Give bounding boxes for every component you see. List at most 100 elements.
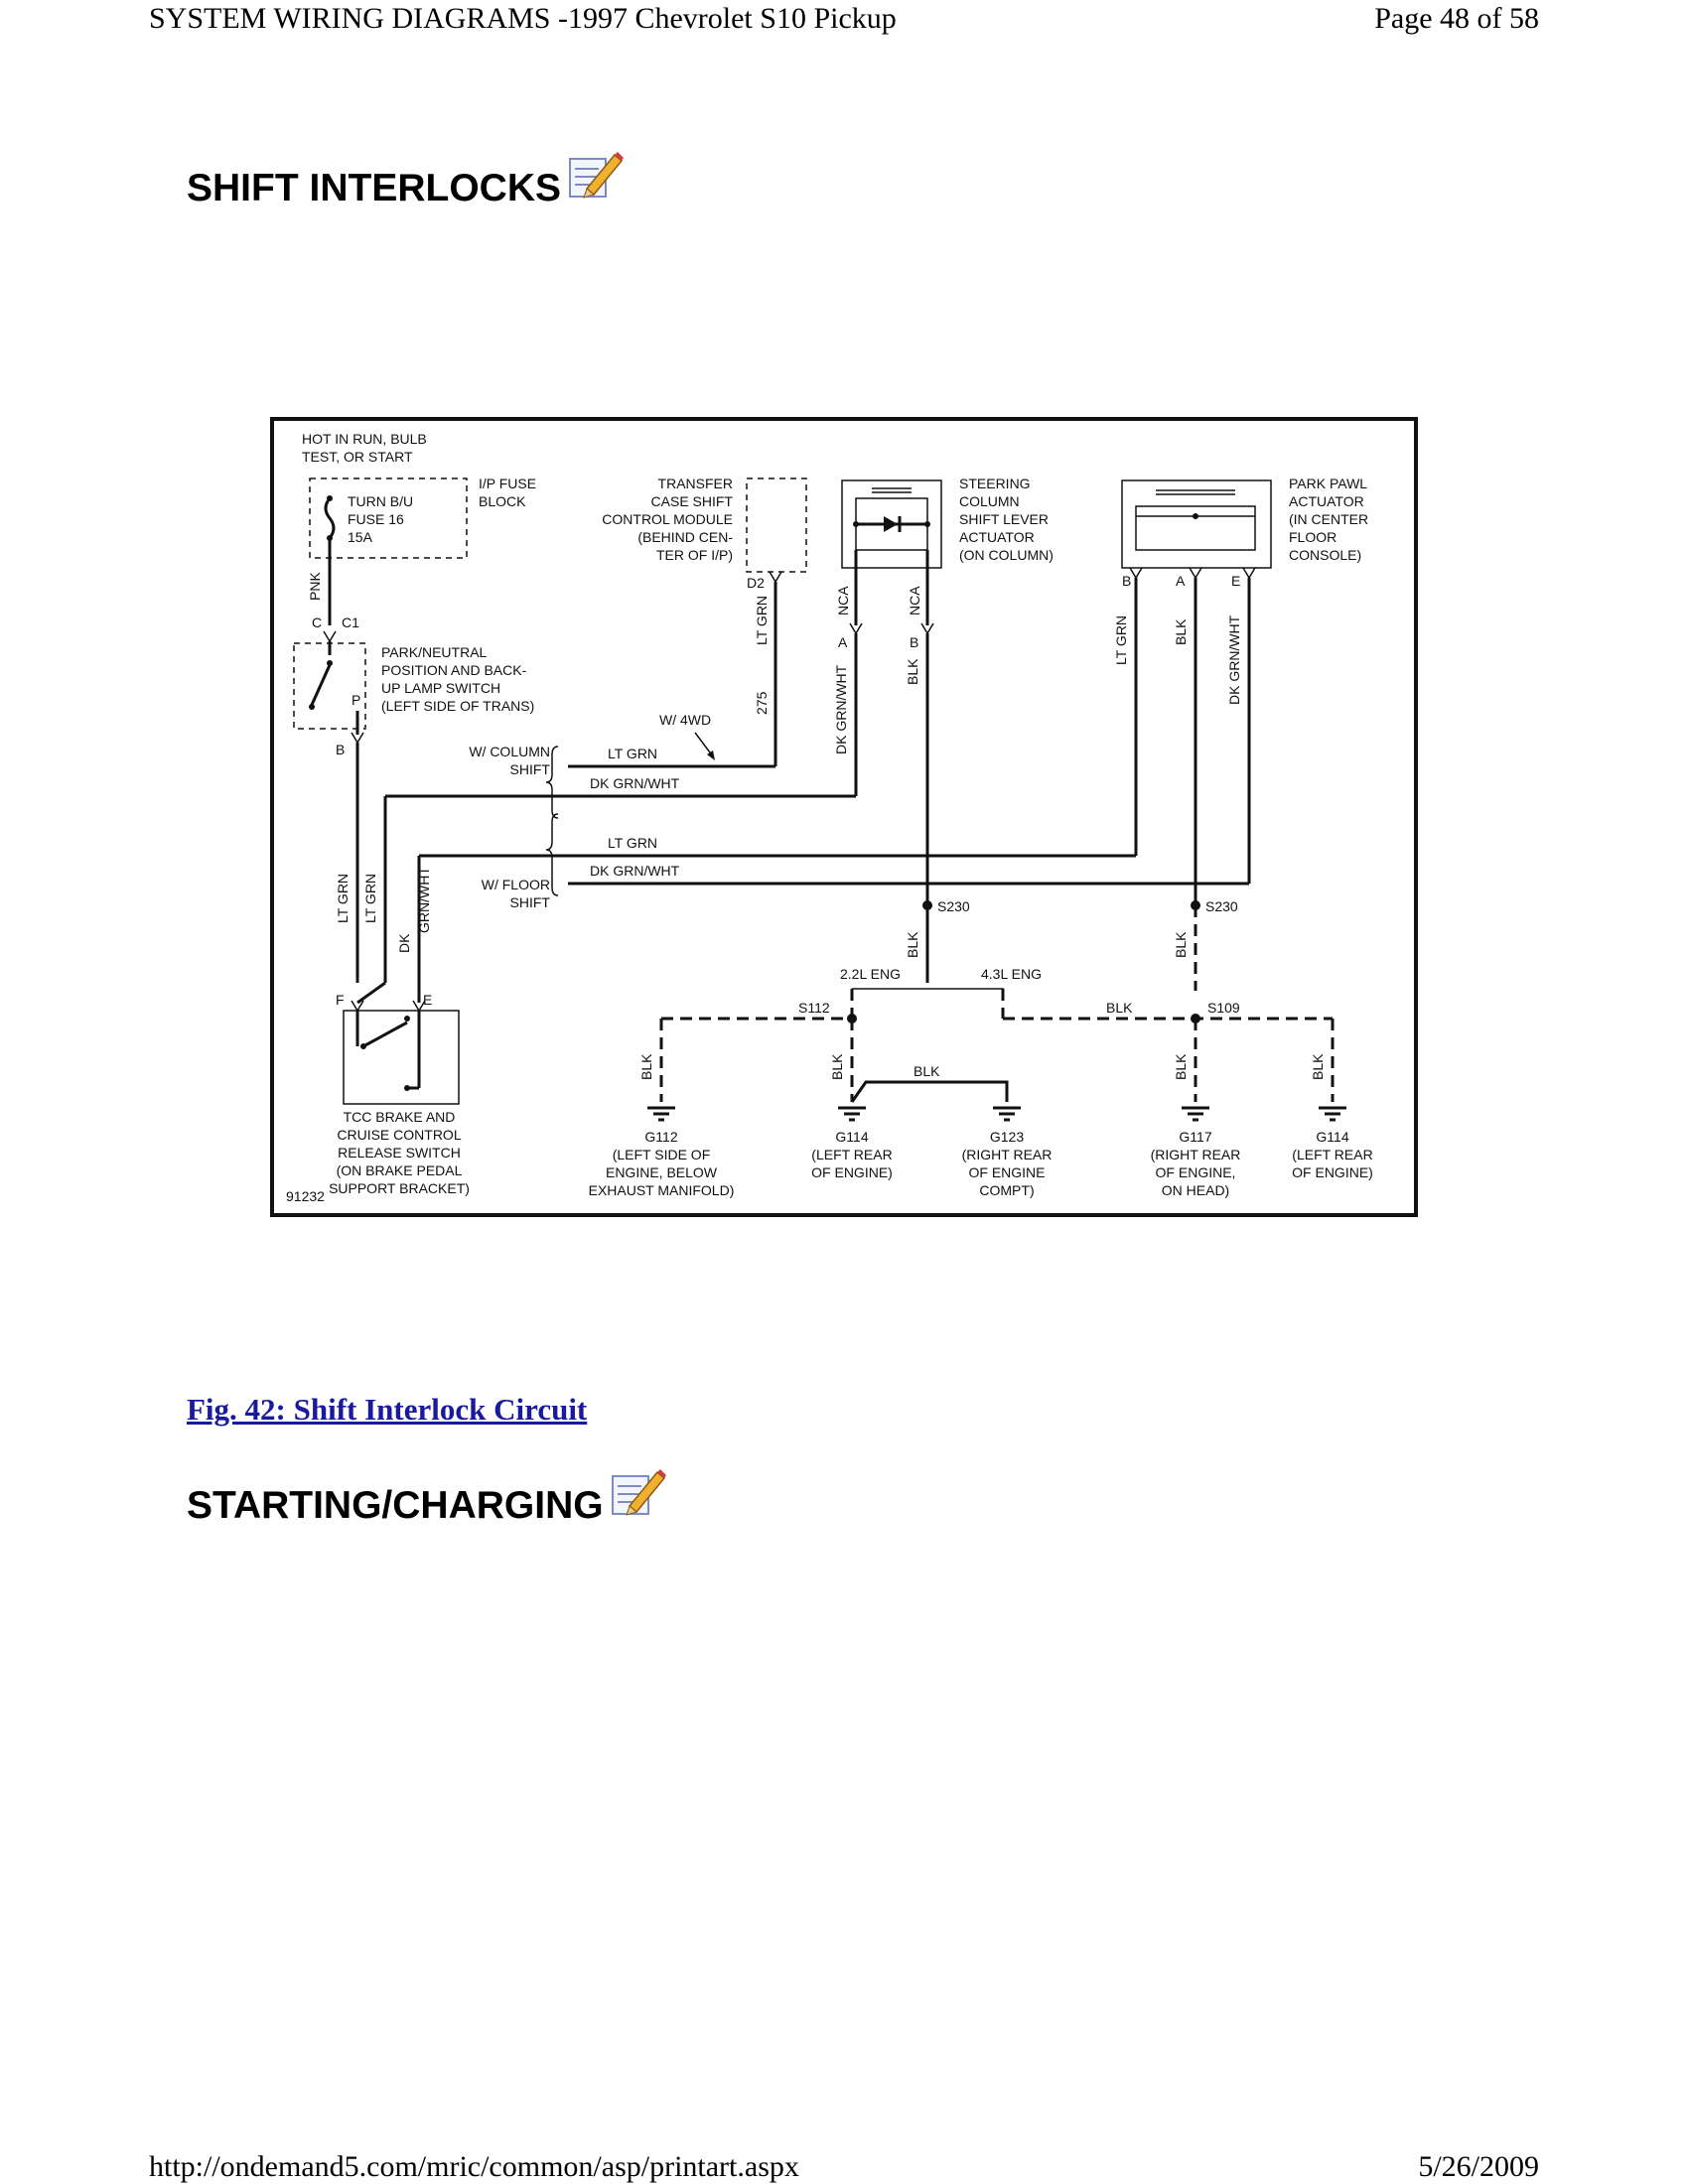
svg-text:OF ENGINE): OF ENGINE) bbox=[1292, 1164, 1373, 1180]
figure-caption-link[interactable]: Fig. 42: Shift Interlock Circuit bbox=[187, 1392, 588, 1427]
svg-text:LT GRN: LT GRN bbox=[362, 874, 378, 923]
svg-text:CONTROL MODULE: CONTROL MODULE bbox=[602, 511, 733, 527]
svg-text:TURN B/U: TURN B/U bbox=[348, 493, 413, 509]
svg-text:BLK: BLK bbox=[1310, 1053, 1326, 1080]
svg-text:D2: D2 bbox=[747, 575, 765, 591]
svg-text:(RIGHT REAR: (RIGHT REAR bbox=[962, 1147, 1053, 1162]
svg-text:UP LAMP SWITCH: UP LAMP SWITCH bbox=[381, 680, 500, 696]
svg-text:S230: S230 bbox=[937, 898, 970, 914]
svg-text:OF ENGINE: OF ENGINE bbox=[968, 1164, 1045, 1180]
svg-text:SHIFT: SHIFT bbox=[510, 761, 551, 777]
svg-text:ACTUATOR: ACTUATOR bbox=[959, 529, 1035, 545]
svg-text:PNK: PNK bbox=[307, 572, 323, 601]
svg-text:E: E bbox=[423, 992, 432, 1008]
svg-text:DK GRN/WHT: DK GRN/WHT bbox=[590, 775, 680, 791]
svg-text:RELEASE SWITCH: RELEASE SWITCH bbox=[338, 1145, 461, 1160]
svg-text:DK: DK bbox=[396, 933, 412, 953]
svg-text:S230: S230 bbox=[1205, 898, 1238, 914]
page-number: Page 48 of 58 bbox=[1374, 2, 1539, 35]
edit-note-icon[interactable] bbox=[610, 1466, 667, 1518]
svg-text:PARK/NEUTRAL: PARK/NEUTRAL bbox=[381, 644, 488, 660]
svg-text:BLK: BLK bbox=[1173, 931, 1189, 958]
svg-text:LT GRN: LT GRN bbox=[608, 746, 657, 761]
svg-text:CRUISE CONTROL: CRUISE CONTROL bbox=[337, 1127, 461, 1143]
svg-text:91232: 91232 bbox=[286, 1188, 325, 1204]
svg-text:B: B bbox=[910, 634, 918, 650]
section-title-shift-interlocks: SHIFT INTERLOCKS bbox=[187, 152, 625, 210]
svg-text:G114: G114 bbox=[1316, 1129, 1348, 1145]
section-title-text: STARTING/CHARGING bbox=[187, 1484, 604, 1527]
section-title-text: SHIFT INTERLOCKS bbox=[187, 167, 561, 209]
svg-text:G123: G123 bbox=[990, 1129, 1024, 1145]
svg-text:ON HEAD): ON HEAD) bbox=[1162, 1182, 1229, 1198]
svg-text:COMPT): COMPT) bbox=[979, 1182, 1034, 1198]
svg-text:275: 275 bbox=[754, 691, 770, 715]
svg-text:LT GRN: LT GRN bbox=[608, 835, 657, 851]
page-header-title: SYSTEM WIRING DIAGRAMS -1997 Chevrolet S… bbox=[149, 2, 897, 35]
svg-text:DK GRN/WHT: DK GRN/WHT bbox=[833, 664, 849, 754]
svg-text:OF ENGINE,: OF ENGINE, bbox=[1156, 1164, 1236, 1180]
svg-text:W/ FLOOR: W/ FLOOR bbox=[482, 877, 550, 892]
svg-text:BLK: BLK bbox=[914, 1063, 940, 1079]
svg-text:I/P FUSE: I/P FUSE bbox=[479, 476, 536, 491]
svg-text:SUPPORT BRACKET): SUPPORT BRACKET) bbox=[329, 1180, 470, 1196]
svg-text:(LEFT SIDE OF: (LEFT SIDE OF bbox=[613, 1147, 711, 1162]
footer-date: 5/26/2009 bbox=[1418, 2150, 1539, 2183]
svg-text:A: A bbox=[1176, 573, 1186, 589]
svg-text:G114: G114 bbox=[835, 1129, 868, 1145]
svg-text:(LEFT REAR: (LEFT REAR bbox=[1292, 1147, 1372, 1162]
svg-text:TRANSFER: TRANSFER bbox=[658, 476, 733, 491]
svg-text:G117: G117 bbox=[1179, 1129, 1211, 1145]
svg-text:W/ 4WD: W/ 4WD bbox=[659, 712, 711, 728]
svg-text:SHIFT: SHIFT bbox=[510, 894, 551, 910]
svg-text:HOT IN RUN, BULB: HOT IN RUN, BULB bbox=[302, 431, 427, 447]
svg-text:B: B bbox=[1122, 573, 1131, 589]
svg-text:SHIFT LEVER: SHIFT LEVER bbox=[959, 511, 1049, 527]
svg-text:TEST, OR START: TEST, OR START bbox=[302, 449, 413, 465]
svg-text:2.2L ENG: 2.2L ENG bbox=[840, 966, 901, 982]
svg-text:(ON BRAKE PEDAL: (ON BRAKE PEDAL bbox=[337, 1162, 463, 1178]
svg-text:E: E bbox=[1231, 573, 1240, 589]
svg-text:4.3L ENG: 4.3L ENG bbox=[981, 966, 1042, 982]
svg-text:(ON COLUMN): (ON COLUMN) bbox=[959, 547, 1054, 563]
svg-text:ENGINE, BELOW: ENGINE, BELOW bbox=[606, 1164, 718, 1180]
svg-text:EXHAUST MANIFOLD): EXHAUST MANIFOLD) bbox=[589, 1182, 735, 1198]
svg-text:(RIGHT REAR: (RIGHT REAR bbox=[1151, 1147, 1241, 1162]
svg-text:A: A bbox=[838, 634, 848, 650]
svg-text:DK GRN/WHT: DK GRN/WHT bbox=[1226, 614, 1242, 705]
svg-text:TER OF I/P): TER OF I/P) bbox=[656, 547, 733, 563]
svg-text:S112: S112 bbox=[798, 1000, 830, 1016]
svg-text:CONSOLE): CONSOLE) bbox=[1289, 547, 1361, 563]
svg-text:BLOCK: BLOCK bbox=[479, 493, 526, 509]
svg-text:BLK: BLK bbox=[829, 1053, 845, 1080]
svg-text:S109: S109 bbox=[1207, 1000, 1240, 1016]
svg-text:C1: C1 bbox=[342, 614, 359, 630]
svg-text:NCA: NCA bbox=[835, 586, 851, 615]
svg-text:C: C bbox=[312, 614, 322, 630]
section-title-starting-charging: STARTING/CHARGING bbox=[187, 1469, 667, 1528]
svg-text:(IN CENTER: (IN CENTER bbox=[1289, 511, 1368, 527]
svg-text:TCC BRAKE AND: TCC BRAKE AND bbox=[344, 1109, 456, 1125]
svg-text:BLK: BLK bbox=[905, 658, 920, 685]
svg-text:P: P bbox=[352, 692, 360, 708]
svg-text:COLUMN: COLUMN bbox=[959, 493, 1020, 509]
svg-text:B: B bbox=[336, 742, 345, 757]
svg-text:STEERING: STEERING bbox=[959, 476, 1031, 491]
svg-text:BLK: BLK bbox=[1173, 1053, 1189, 1080]
shift-interlock-wiring-diagram: HOT IN RUN, BULB TEST, OR START TURN B/U… bbox=[270, 417, 1418, 1217]
svg-text:LT GRN: LT GRN bbox=[1113, 615, 1129, 665]
svg-text:(LEFT SIDE OF TRANS): (LEFT SIDE OF TRANS) bbox=[381, 698, 534, 714]
svg-text:BLK: BLK bbox=[905, 931, 920, 958]
footer-url: http://ondemand5.com/mric/common/asp/pri… bbox=[149, 2150, 799, 2183]
edit-note-icon[interactable] bbox=[567, 149, 625, 201]
svg-text:ACTUATOR: ACTUATOR bbox=[1289, 493, 1364, 509]
svg-text:CASE SHIFT: CASE SHIFT bbox=[651, 493, 734, 509]
svg-text:GRN/WHT: GRN/WHT bbox=[416, 867, 432, 933]
svg-text:POSITION AND BACK-: POSITION AND BACK- bbox=[381, 662, 527, 678]
svg-text:PARK PAWL: PARK PAWL bbox=[1289, 476, 1367, 491]
svg-text:BLK: BLK bbox=[1106, 1000, 1133, 1016]
svg-text:BLK: BLK bbox=[638, 1053, 654, 1080]
svg-text:(BEHIND CEN-: (BEHIND CEN- bbox=[637, 529, 733, 545]
svg-text:F: F bbox=[336, 992, 345, 1008]
svg-text:FUSE 16: FUSE 16 bbox=[348, 511, 404, 527]
